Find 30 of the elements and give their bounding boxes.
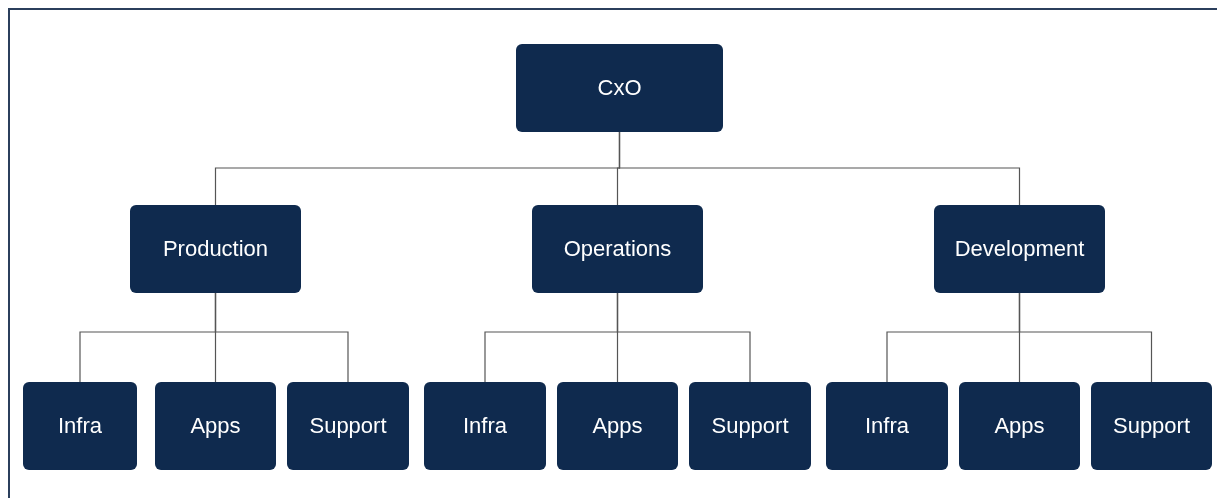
org-box bbox=[155, 382, 276, 470]
connector-line bbox=[618, 131, 1021, 206]
box-label: Infra bbox=[58, 413, 102, 439]
box-label: Development bbox=[954, 236, 1085, 262]
box-label: Infra bbox=[865, 413, 909, 439]
box-label: Support bbox=[1112, 413, 1191, 439]
org-box bbox=[23, 382, 137, 470]
org-box bbox=[934, 205, 1105, 293]
connector-line bbox=[1018, 292, 1153, 383]
box-label: Support bbox=[711, 413, 789, 439]
box-label: Apps bbox=[592, 413, 643, 439]
org-box bbox=[826, 382, 948, 470]
box-label: Infra bbox=[463, 413, 507, 439]
box-label: Support bbox=[309, 413, 387, 439]
box-label: Operations bbox=[563, 236, 672, 262]
connector-line bbox=[214, 292, 349, 383]
org-box bbox=[516, 44, 723, 132]
org-box bbox=[959, 382, 1080, 470]
org-box bbox=[1091, 382, 1212, 470]
org-box bbox=[689, 382, 811, 470]
org-box bbox=[424, 382, 546, 470]
org-box bbox=[130, 205, 301, 293]
org-box bbox=[557, 382, 678, 470]
connector-line bbox=[616, 292, 751, 383]
box-label: Apps bbox=[190, 413, 241, 439]
box-label: Production bbox=[162, 236, 269, 262]
org-box bbox=[532, 205, 703, 293]
org-box bbox=[287, 382, 409, 470]
box-label: CxO bbox=[597, 75, 642, 101]
box-label: Apps bbox=[994, 413, 1045, 439]
